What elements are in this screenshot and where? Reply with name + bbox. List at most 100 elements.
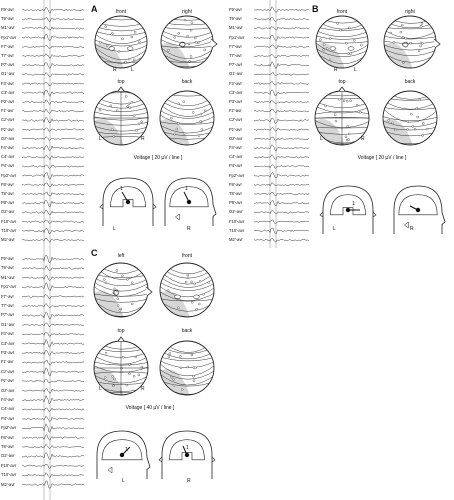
electrode-dot: [420, 22, 424, 25]
contour-line: [384, 35, 436, 40]
electrode-dot: [322, 43, 326, 46]
channel-label: Pz'-avr: [1, 378, 14, 384]
side-right-b-front: R: [334, 67, 338, 73]
eeg-trace: [21, 127, 85, 132]
channel-label: F9'-avr: [1, 256, 14, 261]
electrode-dot: [127, 58, 131, 61]
electrode-dot: [192, 379, 196, 382]
panel-label-c: C: [91, 248, 98, 258]
electrode-dot: [177, 306, 180, 309]
electrode-dot: [113, 377, 116, 381]
electrode-dot: [347, 138, 350, 141]
eeg-trace: [21, 53, 85, 59]
eeg-trace: [21, 254, 85, 264]
contour-line: [94, 273, 148, 279]
contour-line: [161, 45, 213, 59]
eeg-trace: [253, 44, 310, 50]
channel-label: O1'-avr: [1, 321, 15, 327]
contour-line: [94, 263, 148, 274]
dipole-a-sagittal: [164, 177, 217, 226]
electrode-dot: [393, 128, 397, 132]
channel-label: M1'-avr: [229, 25, 243, 31]
electrode-dot: [192, 374, 195, 378]
contour-line: [94, 293, 148, 297]
contour-line: [383, 125, 437, 131]
electrode-dot: [173, 133, 176, 136]
channel-label: F4'-avr: [229, 145, 242, 150]
contour-line: [160, 113, 214, 124]
electrode-dot: [336, 22, 339, 25]
dipole-source: [345, 207, 351, 213]
electrode-dot: [182, 100, 185, 103]
channel-label: P8'-avr: [1, 200, 15, 206]
channel-label: C4'-avr: [1, 154, 15, 160]
electrode-dot: [115, 269, 119, 272]
nose-icon: [210, 38, 218, 49]
electrode-dot: [319, 38, 322, 41]
channel-label: P7'-avr: [1, 312, 15, 318]
ear-icon: [99, 203, 104, 210]
side-right-a-front: R: [113, 67, 117, 73]
electrode-dot: [402, 61, 405, 64]
channel-label: F4'-avr: [1, 397, 14, 402]
nose-icon: [433, 38, 441, 49]
electrode-dot: [324, 104, 327, 108]
head-outline: [382, 90, 438, 146]
electrode-dot: [117, 50, 121, 53]
contour-line: [316, 25, 368, 31]
channel-label: C4'-avr: [1, 406, 15, 412]
contour-line: [160, 367, 214, 380]
eeg-trace: [21, 116, 85, 124]
eeg-trace: [253, 191, 310, 197]
contour-line: [383, 105, 437, 123]
contour-line: [384, 27, 436, 39]
channel-label: Cz'-avr: [229, 117, 243, 123]
electrode-dot: [167, 289, 170, 292]
electrode-dot: [349, 52, 352, 56]
view-label-c-back: back: [181, 328, 193, 334]
eeg-trace: [21, 303, 85, 308]
dipole-a-coronal: [99, 177, 157, 226]
side-left-b-dipole: L: [333, 226, 336, 232]
side-left-c-top: L: [99, 386, 102, 392]
ear-icon: [178, 41, 186, 48]
eeg-trace: [253, 53, 310, 59]
channel-label: Fp2'-avr: [1, 172, 17, 178]
contour-line: [160, 108, 214, 119]
electrode-dot: [121, 274, 124, 278]
contour-line: [316, 18, 368, 30]
panel-label-b: B: [312, 4, 319, 14]
channel-label: P3'-avr: [1, 350, 15, 355]
head-outline: [160, 15, 214, 69]
electrode-dot: [401, 36, 405, 39]
electrode-dot: [190, 353, 194, 357]
electrode-dot: [355, 103, 359, 107]
electrode-dot: [103, 278, 106, 281]
eeg-trace: [21, 434, 85, 441]
eeg-trace: [253, 144, 310, 152]
eeg-trace: [253, 172, 310, 178]
channel-label: O1'-avr: [229, 71, 243, 77]
electrode-dot: [199, 112, 203, 116]
side-right-c-top: R: [141, 386, 145, 392]
electrode-dot: [167, 355, 171, 358]
eeg-trace: [21, 164, 85, 169]
view-label-a-back: back: [181, 79, 193, 85]
electrode-dot: [425, 127, 429, 131]
electrode-dot: [347, 26, 351, 29]
electrode-dot: [338, 98, 341, 101]
electrode-dot: [198, 280, 202, 283]
electrode-dot: [172, 384, 176, 387]
electrode-dot: [140, 120, 143, 123]
contour-line: [161, 26, 213, 30]
eeg-traces-mid: [253, 0, 310, 248]
eeg-trace: [253, 238, 310, 243]
channel-label: C3'-avr: [1, 340, 15, 346]
electrode-dot: [334, 119, 338, 123]
electrode-dot: [190, 280, 193, 284]
eeg-trace: [21, 219, 84, 224]
electrode-dot: [409, 41, 412, 45]
electrode-dot: [418, 98, 421, 102]
voltage-label-c: Voltage [ 40 µV / line ]: [125, 405, 175, 411]
